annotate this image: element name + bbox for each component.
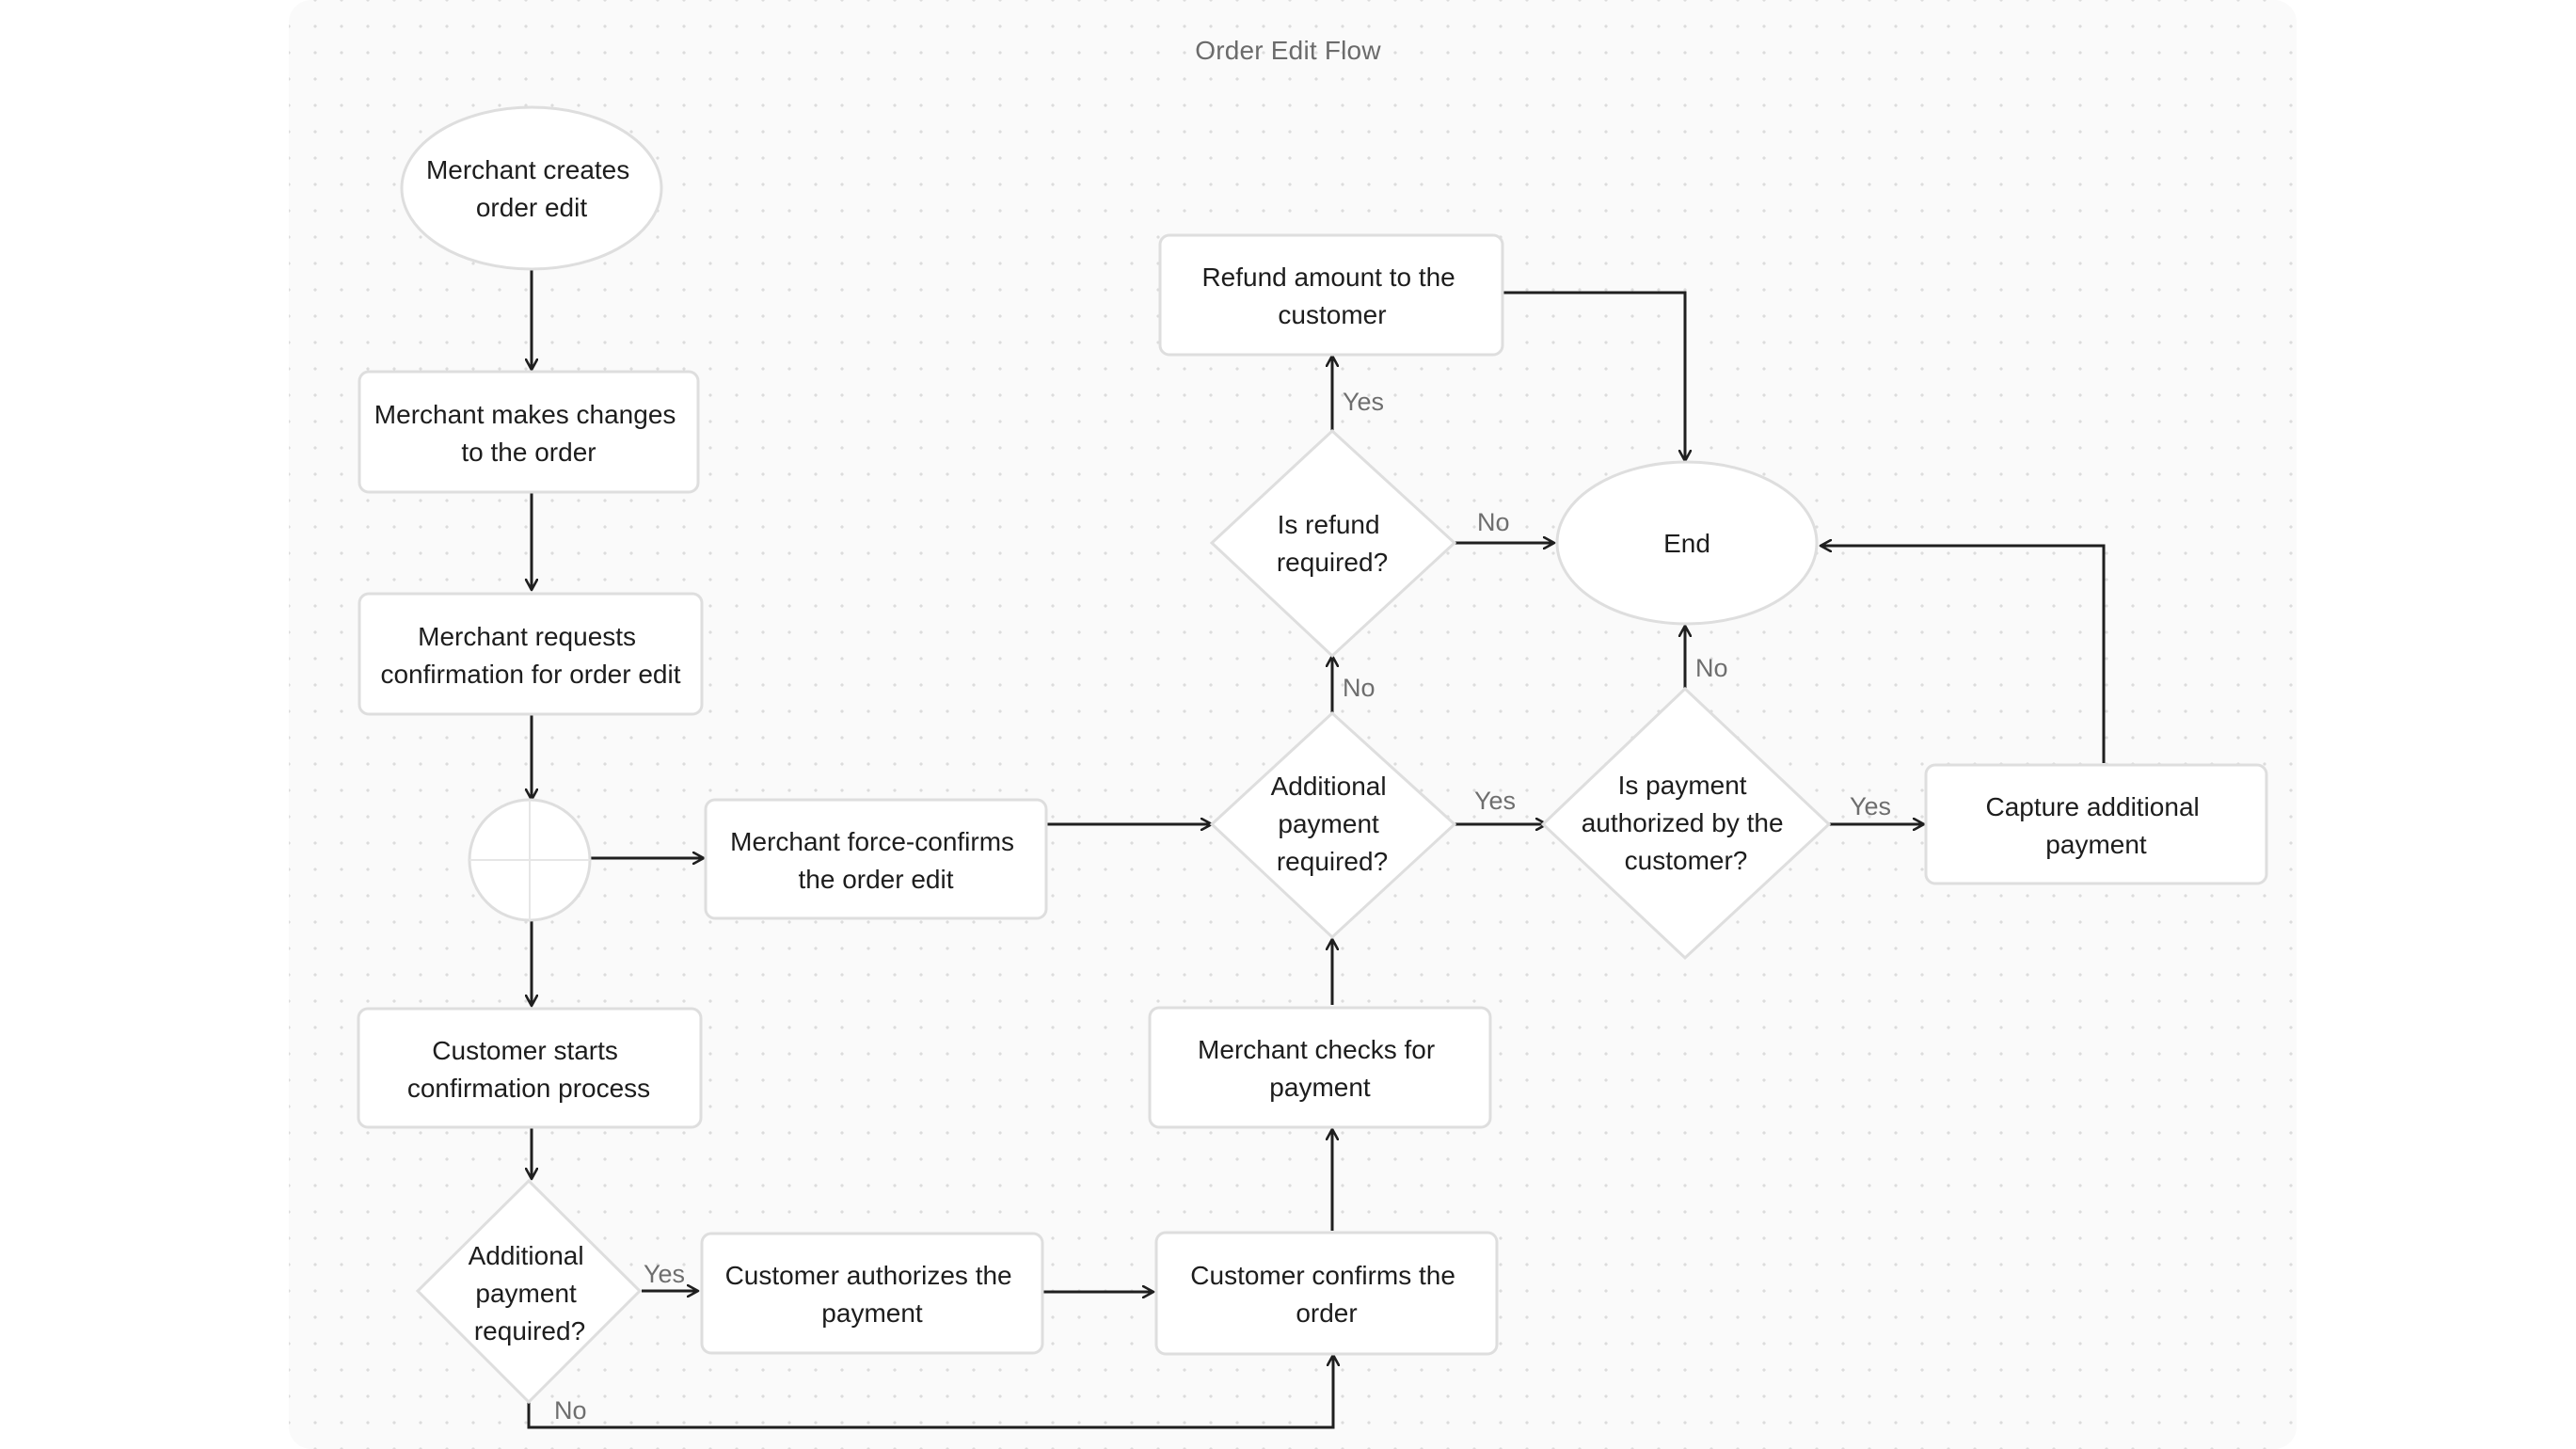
node-line: Customer starts [432, 1036, 618, 1065]
node-line: order [1296, 1298, 1357, 1328]
svg-text:Customer starts confir: Customer starts confirmation process [407, 1036, 650, 1103]
node-line: Customer authorizes the [725, 1261, 1012, 1290]
node-payment-authorized-decision[interactable]: Is payment authorized by the customer? [1540, 686, 1832, 961]
node-line: payment [821, 1298, 923, 1328]
node-customer-authorizes-payment[interactable]: Customer authorizes the payment [700, 1232, 1044, 1355]
svg-text:Additional payment: Additional payment required? [1271, 772, 1394, 876]
node-customer-additional-payment-decision[interactable]: Additional payment required? [415, 1178, 643, 1405]
node-line: Additional [1271, 772, 1387, 801]
node-refund-amount[interactable]: Refund amount to the customer [1158, 233, 1504, 357]
node-line: Is refund [1278, 510, 1380, 539]
edge-label-refund-yes: Yes [1343, 388, 1384, 416]
node-merchant-force-confirms[interactable]: Merchant force-confirms the order edit [704, 798, 1048, 920]
node-refund-required-decision[interactable]: Is refund required? [1209, 428, 1457, 659]
edge-label-customer-payment-yes: Yes [644, 1260, 685, 1288]
edge-label-authorized-no: No [1695, 654, 1728, 682]
node-line: the order edit [799, 865, 954, 894]
node-line: payment [475, 1279, 577, 1308]
node-merchant-checks-payment[interactable]: Merchant checks for payment [1148, 1006, 1492, 1129]
node-line: required? [474, 1316, 585, 1346]
diagram-title: Order Edit Flow [1195, 36, 1381, 65]
node-line: Customer confirms the [1190, 1261, 1455, 1290]
node-label: Merchant creates order edit [426, 155, 637, 222]
edges [527, 269, 2106, 1429]
node-line: payment [2045, 830, 2147, 859]
svg-text:Is refund required?: Is refund required? [1277, 510, 1388, 577]
node-line: Is payment [1618, 771, 1747, 800]
node-line: Refund amount to the [1201, 263, 1455, 292]
node-line: payment [1269, 1073, 1371, 1102]
node-line: customer [1278, 300, 1386, 329]
node-capture-additional-payment[interactable]: Capture additional payment [1924, 763, 2268, 885]
edge-label-merchant-payment-no: No [1343, 674, 1375, 702]
svg-text:Additional payment: Additional payment required? [469, 1241, 592, 1346]
node-line: authorized by the [1582, 808, 1784, 837]
node-merchant-additional-payment-decision[interactable]: Additional payment required? [1209, 710, 1457, 940]
node-line: Merchant checks for [1198, 1035, 1435, 1064]
node-line: required? [1277, 847, 1388, 876]
edge-capture-to-end [1821, 546, 2106, 763]
svg-text:Is payment authorized: Is payment authorized by the customer? [1582, 771, 1791, 875]
node-line: customer? [1625, 846, 1748, 875]
edge-customer-decision-no [527, 1355, 1333, 1429]
edge-label-customer-payment-no: No [554, 1396, 587, 1425]
node-junction-gateway[interactable] [468, 798, 592, 922]
node-line: Capture additional [1985, 792, 2199, 821]
edge-label-authorized-yes: Yes [1850, 792, 1891, 820]
node-line: Merchant requests [418, 622, 636, 651]
node-line: to the order [461, 438, 596, 467]
svg-text:Merchant requests conf: Merchant requests confirmation for order… [380, 622, 680, 689]
node-line: Merchant makes changes [374, 400, 676, 429]
edge-label-refund-no: No [1477, 508, 1510, 536]
node-customer-confirms-order[interactable]: Customer confirms the order [1154, 1231, 1499, 1356]
node-line: confirmation for order edit [380, 660, 680, 689]
node-end[interactable]: End [1555, 460, 1819, 626]
svg-text:Refund amount to the c: Refund amount to the customer [1201, 263, 1462, 329]
edge-refund-to-end [1503, 291, 1685, 461]
node-line: Additional [469, 1241, 584, 1270]
node-customer-starts-confirmation[interactable]: Customer starts confirmation process [357, 1007, 703, 1129]
svg-text:Customer authorizes the: Customer authorizes the payment [725, 1261, 1020, 1328]
node-line: End [1663, 529, 1710, 558]
svg-text:Merchant makes changes: Merchant makes changes to the order [374, 400, 683, 467]
node-line: order edit [476, 193, 588, 222]
node-line: payment [1278, 809, 1379, 838]
node-line: confirmation process [407, 1074, 650, 1103]
svg-text:Capture additional pay: Capture additional payment [1985, 792, 2206, 859]
svg-text:Customer confirms the: Customer confirms the order [1190, 1261, 1462, 1328]
svg-text:Merchant checks for pa: Merchant checks for payment [1198, 1035, 1442, 1102]
nodes: Merchant creates order edit Merchant mak… [357, 105, 2268, 1405]
node-merchant-requests-confirmation[interactable]: Merchant requests confirmation for order… [358, 592, 704, 716]
svg-text:Merchant force-confirms: Merchant force-confirms the order edit [730, 827, 1022, 894]
edge-labels: Yes No Yes No Yes No Yes No [554, 388, 1891, 1425]
node-line: Merchant creates [426, 155, 629, 184]
edge-label-merchant-payment-yes: Yes [1474, 787, 1516, 815]
node-line: Merchant force-confirms [730, 827, 1014, 856]
node-merchant-makes-changes[interactable]: Merchant makes changes to the order [358, 370, 700, 494]
node-line: required? [1277, 548, 1388, 577]
node-merchant-creates-order-edit[interactable]: Merchant creates order edit [400, 105, 663, 271]
